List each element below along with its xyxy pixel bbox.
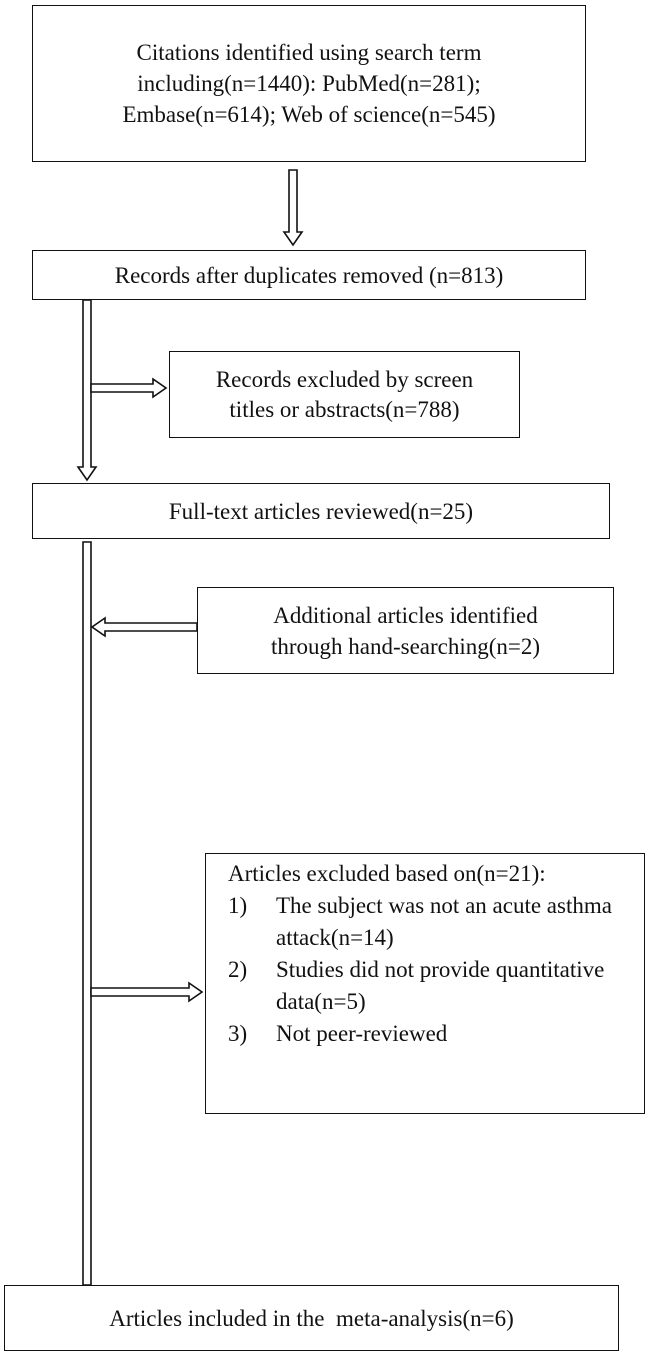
identified-records-box: Citations identified using search term i… <box>32 5 586 162</box>
identified-line-3: Embase(n=614); Web of science(n=545) <box>122 102 496 127</box>
excluded-item-text: Studies did not provide quantitative dat… <box>276 957 605 1014</box>
included-articles-box: Articles included in the meta-analysis(n… <box>4 1285 619 1351</box>
excluded-item-text: Not peer-reviewed <box>276 1021 448 1046</box>
full-text-reviewed-box: Full-text articles reviewed(n=25) <box>32 483 610 539</box>
arrow-to-excluded <box>90 981 204 1003</box>
identified-line-2: including(n=1440): PubMed(n=281); <box>137 71 481 96</box>
arrow-identified-to-deduplicated <box>282 169 304 247</box>
identified-line-1: Citations identified using search term <box>136 40 482 65</box>
excluded-item: 3) Not peer-reviewed <box>228 1018 644 1050</box>
excluded-item-number: 1) <box>228 893 248 918</box>
additional-line-1: Additional articles identified <box>273 602 538 628</box>
excluded-item: 1) The subject was not an acute asthma a… <box>228 890 644 954</box>
screen-excluded-line-2: titles or abstracts(n=788) <box>229 396 460 422</box>
deduplicated-text: Records after duplicates removed (n=813) <box>114 262 504 288</box>
excluded-item-number: 2) <box>228 957 248 982</box>
additional-line-2: through hand-searching(n=2) <box>270 633 541 659</box>
included-text: Articles included in the meta-analysis(n… <box>109 1305 514 1331</box>
excluded-item-text: The subject was not an acute asthma atta… <box>276 893 612 950</box>
excluded-articles-box: Articles excluded based on(n=21): 1) The… <box>205 853 645 1114</box>
arrow-to-screen-excluded <box>90 377 168 399</box>
screen-excluded-line-1: Records excluded by screen <box>215 366 474 392</box>
deduplicated-records-box: Records after duplicates removed (n=813) <box>32 250 586 300</box>
excluded-item: 2) Studies did not provide quantitative … <box>228 954 644 1018</box>
full-text-text: Full-text articles reviewed(n=25) <box>168 498 474 524</box>
excluded-heading: Articles excluded based on(n=21): <box>228 861 546 886</box>
arrow-deduplicated-to-fulltext <box>76 299 98 482</box>
additional-articles-box: Additional articles identified through h… <box>197 587 614 674</box>
excluded-item-number: 3) <box>228 1021 248 1046</box>
screen-excluded-box: Records excluded by screen titles or abs… <box>169 351 520 438</box>
arrow-fulltext-to-included <box>82 541 92 1286</box>
arrow-from-additional <box>90 616 198 638</box>
